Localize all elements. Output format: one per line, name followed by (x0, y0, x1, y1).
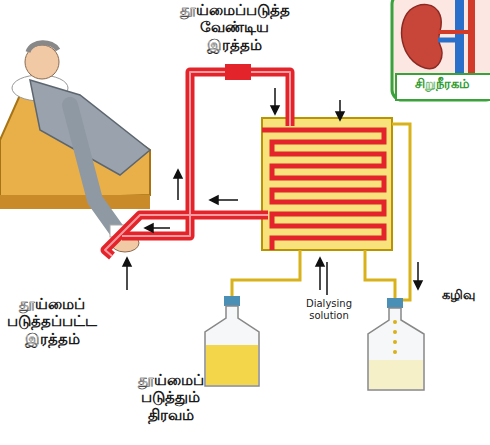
blood-out-label: தூய்மைப் படுத்தப்பட்ட இரத்தம் (2, 296, 102, 348)
waste-label: கழிவு (428, 288, 488, 303)
drop (393, 330, 397, 334)
dialysing-fluid-label: தூய்மைப் படுத்தும் திரவம் (118, 372, 223, 424)
renal-artery (438, 30, 469, 34)
fresh-fluid-bottle (205, 306, 259, 386)
patient-hair (28, 43, 58, 52)
bottle-cap (224, 296, 240, 306)
vein (455, 0, 464, 78)
waste-bottle (368, 308, 424, 390)
artery (468, 0, 475, 78)
dialyzer (262, 118, 392, 250)
bottle-cap (387, 298, 403, 308)
waste-drops (393, 320, 397, 354)
dialyzer-coil (262, 130, 384, 250)
kidney-label-band (396, 74, 490, 100)
drop (393, 350, 397, 354)
patient-arm (70, 105, 120, 235)
bed-base (0, 195, 150, 209)
tube-highlight (105, 72, 290, 256)
renal-vein (438, 38, 456, 43)
waste-fluid (369, 360, 423, 389)
fluid-tubes (232, 124, 410, 300)
tube-clamp (225, 64, 251, 80)
kidney-inset (392, 0, 490, 100)
drop (393, 340, 397, 344)
drop (393, 320, 397, 324)
leader-arrows (123, 258, 327, 295)
flow-arrows (145, 88, 422, 290)
kidney-shape (402, 5, 442, 69)
blood-tubes (105, 72, 290, 256)
fresh-fluid (206, 345, 258, 385)
kidney-label: சிறுநீரகம் (395, 77, 489, 92)
blood-in-label: தூய்மைப்படுத்த வேண்டிய இரத்தம் (172, 2, 297, 54)
dialysing-solution-label: Dialysing solution (296, 298, 362, 321)
